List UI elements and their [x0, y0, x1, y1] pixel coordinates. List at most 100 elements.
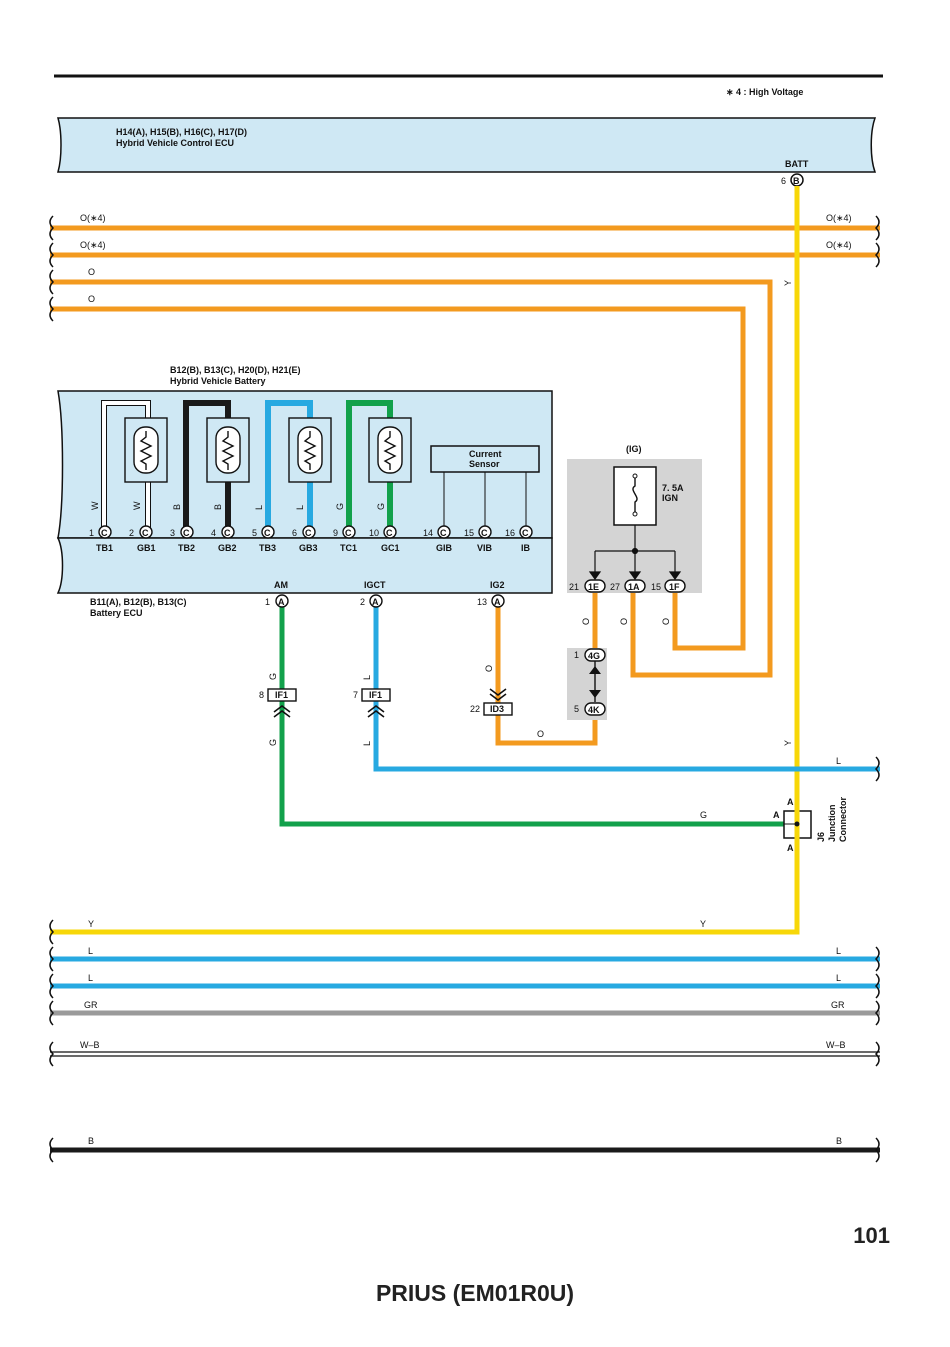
wire-orange-3: [50, 279, 773, 678]
svg-text:Connector: Connector: [838, 797, 848, 842]
svg-text:A: A: [494, 597, 501, 607]
wire-label-o4-left-2: O(∗4): [80, 240, 106, 250]
svg-text:GB2: GB2: [218, 543, 237, 553]
thermistor-group: [101, 400, 393, 532]
svg-text:C: C: [345, 528, 352, 538]
svg-text:GR: GR: [84, 1000, 98, 1010]
svg-text:22: 22: [470, 704, 480, 714]
svg-text:IB: IB: [521, 543, 531, 553]
svg-text:14: 14: [423, 528, 433, 538]
svg-text:B: B: [88, 1136, 94, 1146]
svg-text:1E: 1E: [588, 582, 599, 592]
inline-connector-id3: 22 ID3: [470, 688, 513, 716]
svg-text:8: 8: [259, 690, 264, 700]
svg-text:1A: 1A: [628, 582, 640, 592]
svg-text:O: O: [484, 665, 494, 672]
svg-text:B: B: [172, 504, 182, 510]
page-number: 101: [853, 1223, 890, 1248]
svg-text:GIB: GIB: [436, 543, 453, 553]
battery-wire-letters: W W B B L L G G: [90, 501, 386, 510]
inline-connector-if1-igct: 7 IF1: [353, 688, 391, 718]
wire-orange-ig2: [495, 606, 598, 746]
svg-text:2: 2: [129, 528, 134, 538]
svg-text:C: C: [224, 528, 231, 538]
hv-ecu-codes: H14(A), H15(B), H16(C), H17(D): [116, 127, 247, 137]
wire-label-o-1: O: [88, 267, 95, 277]
svg-text:O: O: [619, 618, 629, 625]
battery-ecu-name: Battery ECU: [90, 608, 143, 618]
svg-text:TB2: TB2: [178, 543, 195, 553]
jb-4g-4k-pins: 1 4G 5 4K: [574, 648, 606, 716]
svg-text:4K: 4K: [588, 705, 600, 715]
wire-label-o4-right-2: O(∗4): [826, 240, 852, 250]
svg-text:C: C: [440, 528, 447, 538]
fuse-group-label: (IG): [626, 444, 642, 454]
svg-text:9: 9: [333, 528, 338, 538]
svg-text:A: A: [787, 797, 794, 807]
svg-text:2: 2: [360, 597, 365, 607]
bottom-wire-labels: L L L L GR GR W–B W–B B B: [80, 946, 846, 1146]
svg-text:TC1: TC1: [340, 543, 357, 553]
top-bus-wires: [50, 225, 880, 678]
current-sensor-label-2: Sensor: [469, 459, 500, 469]
svg-text:GB1: GB1: [137, 543, 156, 553]
svg-text:AM: AM: [274, 580, 288, 590]
svg-text:GR: GR: [831, 1000, 845, 1010]
svg-text:G: G: [268, 739, 278, 746]
svg-text:G: G: [376, 503, 386, 510]
svg-text:1: 1: [574, 650, 579, 660]
wire-label-y-left: Y: [88, 919, 94, 929]
svg-text:L: L: [295, 505, 305, 510]
svg-text:L: L: [362, 675, 372, 680]
svg-text:GB3: GB3: [299, 543, 318, 553]
thermistor-symbols: [124, 417, 412, 483]
svg-text:C: C: [481, 528, 488, 538]
igct-wire-break: [874, 756, 880, 782]
wire-green-am: [279, 606, 790, 827]
wire-label-y-mid: Y: [700, 919, 706, 929]
svg-text:IG2: IG2: [490, 580, 505, 590]
svg-text:A: A: [278, 597, 285, 607]
svg-text:B: B: [836, 1136, 842, 1146]
svg-text:VIB: VIB: [477, 543, 493, 553]
svg-text:IF1: IF1: [369, 690, 382, 700]
fuse-name: IGN: [662, 493, 678, 503]
svg-text:L: L: [836, 973, 841, 983]
svg-text:1: 1: [89, 528, 94, 538]
wire-label-y-vertical-top: Y: [783, 280, 793, 286]
svg-text:13: 13: [477, 597, 487, 607]
battery-codes: B12(B), B13(C), H20(D), H21(E): [170, 365, 301, 375]
svg-text:W: W: [90, 501, 100, 510]
current-sensor: [430, 445, 540, 473]
svg-text:10: 10: [369, 528, 379, 538]
svg-text:15: 15: [464, 528, 474, 538]
svg-text:IGCT: IGCT: [364, 580, 386, 590]
svg-text:L: L: [88, 946, 93, 956]
svg-text:1: 1: [265, 597, 270, 607]
svg-text:TB3: TB3: [259, 543, 276, 553]
svg-text:L: L: [362, 741, 372, 746]
svg-text:B: B: [213, 504, 223, 510]
j6-junction-connector: A A A J6 Junction Connector: [773, 797, 848, 853]
svg-text:4G: 4G: [588, 651, 600, 661]
svg-text:3: 3: [170, 528, 175, 538]
pin-gib: 14 C GIB: [423, 525, 453, 553]
svg-text:16: 16: [505, 528, 515, 538]
svg-text:7: 7: [353, 690, 358, 700]
model-title: PRIUS (EM01R0U): [375, 1280, 575, 1306]
bottom-wire-breaks: [49, 946, 880, 1163]
vertical-wire-letters: G G L L O O O O: [268, 618, 671, 746]
wire-label-o4-left-1: O(∗4): [80, 213, 106, 223]
svg-text:C: C: [142, 528, 149, 538]
wire-orange-4: [50, 306, 746, 651]
svg-text:G: G: [268, 673, 278, 680]
svg-text:C: C: [522, 528, 529, 538]
svg-text:W–B: W–B: [826, 1040, 846, 1050]
batt-pin-number: 6: [781, 176, 786, 186]
